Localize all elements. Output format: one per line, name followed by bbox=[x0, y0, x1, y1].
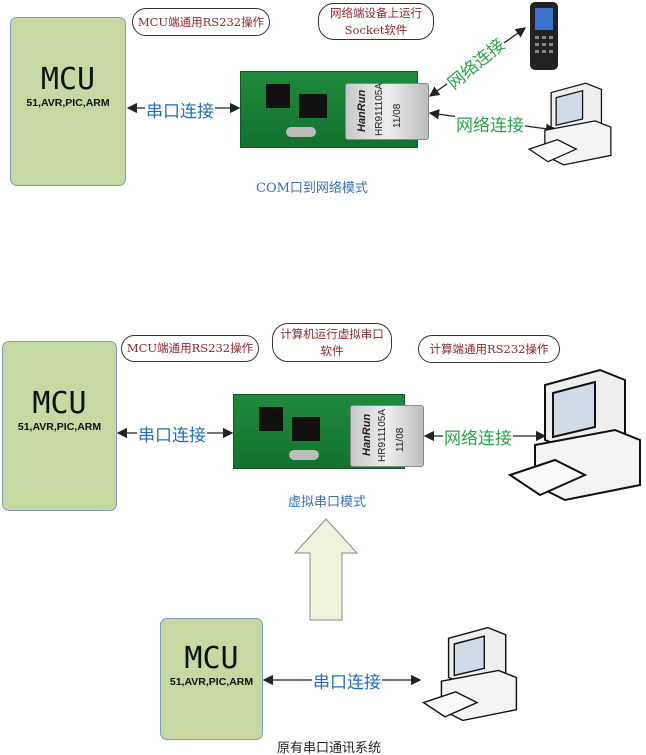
caption-original-serial-system: 原有串口通讯系统 bbox=[277, 741, 382, 755]
mcu-title: MCU bbox=[32, 386, 87, 421]
mcu-box: MCU 51,AVR,PIC,ARM bbox=[160, 618, 263, 740]
mcu-subtitle: 51,AVR,PIC,ARM bbox=[17, 421, 102, 433]
jack-date: 11/08 bbox=[392, 103, 403, 128]
chip bbox=[259, 407, 283, 431]
serial-connection-label: 串口连接 bbox=[137, 421, 207, 446]
serial-connection-label: 串口连接 bbox=[145, 97, 215, 122]
mcu-title: MCU bbox=[184, 641, 239, 676]
mcu-title: MCU bbox=[40, 62, 96, 97]
caption-com-to-network: COM口到网络模式 bbox=[256, 181, 368, 196]
jack-date: 11/08 bbox=[395, 427, 406, 452]
chip bbox=[299, 94, 327, 118]
bubble-mcu-rs232: MCU端通用RS232操作 bbox=[132, 8, 270, 36]
bubble-mcu-rs232: MCU端通用RS232操作 bbox=[121, 335, 259, 362]
jack-model: HR911105A bbox=[374, 83, 385, 136]
handheld-terminal-icon bbox=[530, 2, 558, 70]
bubble-socket-software: 网络端设备上运行Socket软件 bbox=[318, 3, 434, 40]
bubble-pc-rs232: 计算端通用RS232操作 bbox=[418, 335, 560, 363]
crystal bbox=[289, 450, 319, 460]
mcu-subtitle: 51,AVR,PIC,ARM bbox=[169, 676, 254, 688]
desktop-computer-icon bbox=[421, 626, 518, 722]
mcu-box: MCU 51,AVR,PIC,ARM bbox=[10, 17, 126, 186]
bubble-virtual-serial-software: 计算机运行虚拟串口软件 bbox=[272, 323, 392, 362]
big-up-arrow bbox=[293, 518, 359, 621]
crystal bbox=[286, 127, 316, 137]
chip bbox=[292, 417, 320, 441]
jack-brand: HanRun bbox=[361, 413, 373, 456]
rj45-jack: HanRun HR911105A 11/08 bbox=[345, 83, 429, 140]
jack-brand: HanRun bbox=[356, 89, 368, 132]
desktop-computer-icon bbox=[507, 368, 641, 502]
serial-connection-label: 串口连接 bbox=[312, 668, 382, 693]
jack-model: HR911105A bbox=[377, 409, 388, 462]
caption-virtual-serial: 虚拟串口模式 bbox=[288, 495, 367, 510]
network-connection-label: 网络连接 bbox=[443, 424, 513, 449]
rj45-jack: HanRun HR911105A 11/08 bbox=[350, 405, 424, 467]
chip bbox=[266, 84, 290, 108]
mcu-box: MCU 51,AVR,PIC,ARM bbox=[2, 341, 117, 511]
network-connection-label: 网络连接 bbox=[455, 111, 525, 136]
mcu-subtitle: 51,AVR,PIC,ARM bbox=[26, 97, 110, 109]
desktop-computer-icon bbox=[527, 82, 612, 166]
